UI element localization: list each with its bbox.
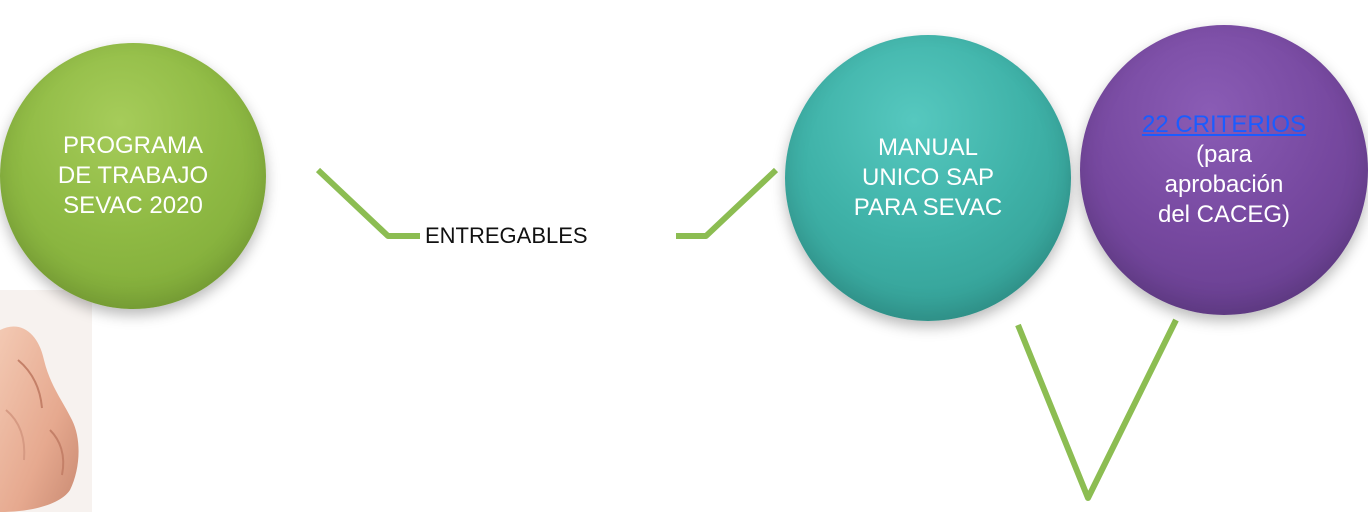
- programa-circle: PROGRAMA DE TRABAJO SEVAC 2020: [0, 43, 266, 309]
- criterios-line-1: (para: [1195, 141, 1253, 168]
- criterios-line-3: del CACEG): [1157, 201, 1291, 228]
- criterios-link[interactable]: 22 CRITERIOS: [1141, 111, 1307, 138]
- programa-line-3: SEVAC 2020: [63, 192, 203, 219]
- programa-line-1: PROGRAMA: [62, 132, 203, 159]
- manual-circle: MANUAL UNICO SAP PARA SEVAC: [785, 35, 1071, 321]
- connector-left: [315, 167, 420, 239]
- manual-line-3: PARA SEVAC: [853, 194, 1003, 221]
- programa-line-2: DE TRABAJO: [57, 162, 209, 189]
- criterios-circle: 22 CRITERIOS (para aprobación del CACEG): [1080, 25, 1368, 315]
- manual-line-1: MANUAL: [877, 134, 979, 161]
- manual-line-2: UNICO SAP: [861, 164, 995, 191]
- entregables-label: ENTREGABLES: [425, 223, 588, 248]
- connector-right: [676, 167, 779, 239]
- criterios-line-2: aprobación: [1164, 171, 1284, 198]
- convergence-v: [1015, 318, 1179, 501]
- hand-photo: [0, 290, 92, 512]
